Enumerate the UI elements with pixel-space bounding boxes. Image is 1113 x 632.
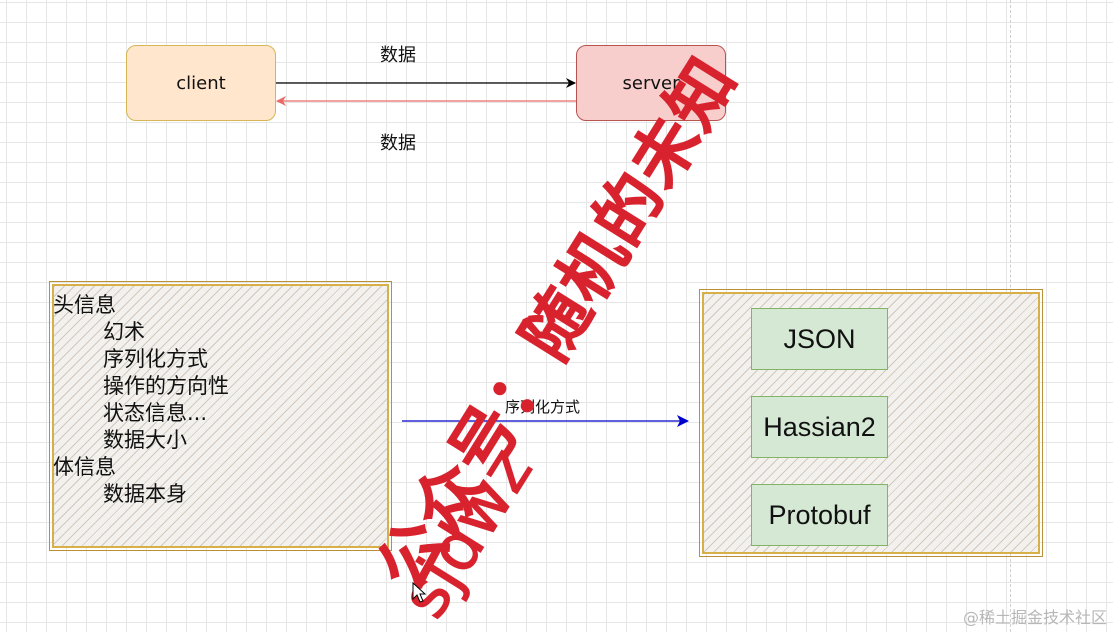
server-node[interactable]: server <box>576 45 726 121</box>
format-json[interactable]: JSON <box>751 308 888 370</box>
mouse-cursor-icon <box>412 582 427 603</box>
format-protobuf[interactable]: Protobuf <box>751 484 888 546</box>
response-label: 数据 <box>380 133 416 154</box>
magic-label: 幻术 <box>103 320 145 344</box>
data-itself-label: 数据本身 <box>103 482 187 506</box>
direction-label: 操作的方向性 <box>103 374 229 398</box>
client-node[interactable]: client <box>126 45 276 121</box>
protocol-structure-panel[interactable] <box>49 281 392 551</box>
status-info-label: 状态信息... <box>103 401 208 425</box>
serialization-method-label: 序列化方式 <box>103 347 208 371</box>
data-size-label: 数据大小 <box>103 428 187 452</box>
corner-watermark: @稀土掘金技术社区 <box>962 608 1107 627</box>
body-info-label: 体信息 <box>53 455 116 479</box>
format-hessian2[interactable]: Hassian2 <box>751 396 888 458</box>
serialization-arrow-label: 序列化方式 <box>505 398 581 416</box>
header-info-label: 头信息 <box>53 293 116 317</box>
request-label: 数据 <box>380 45 416 66</box>
